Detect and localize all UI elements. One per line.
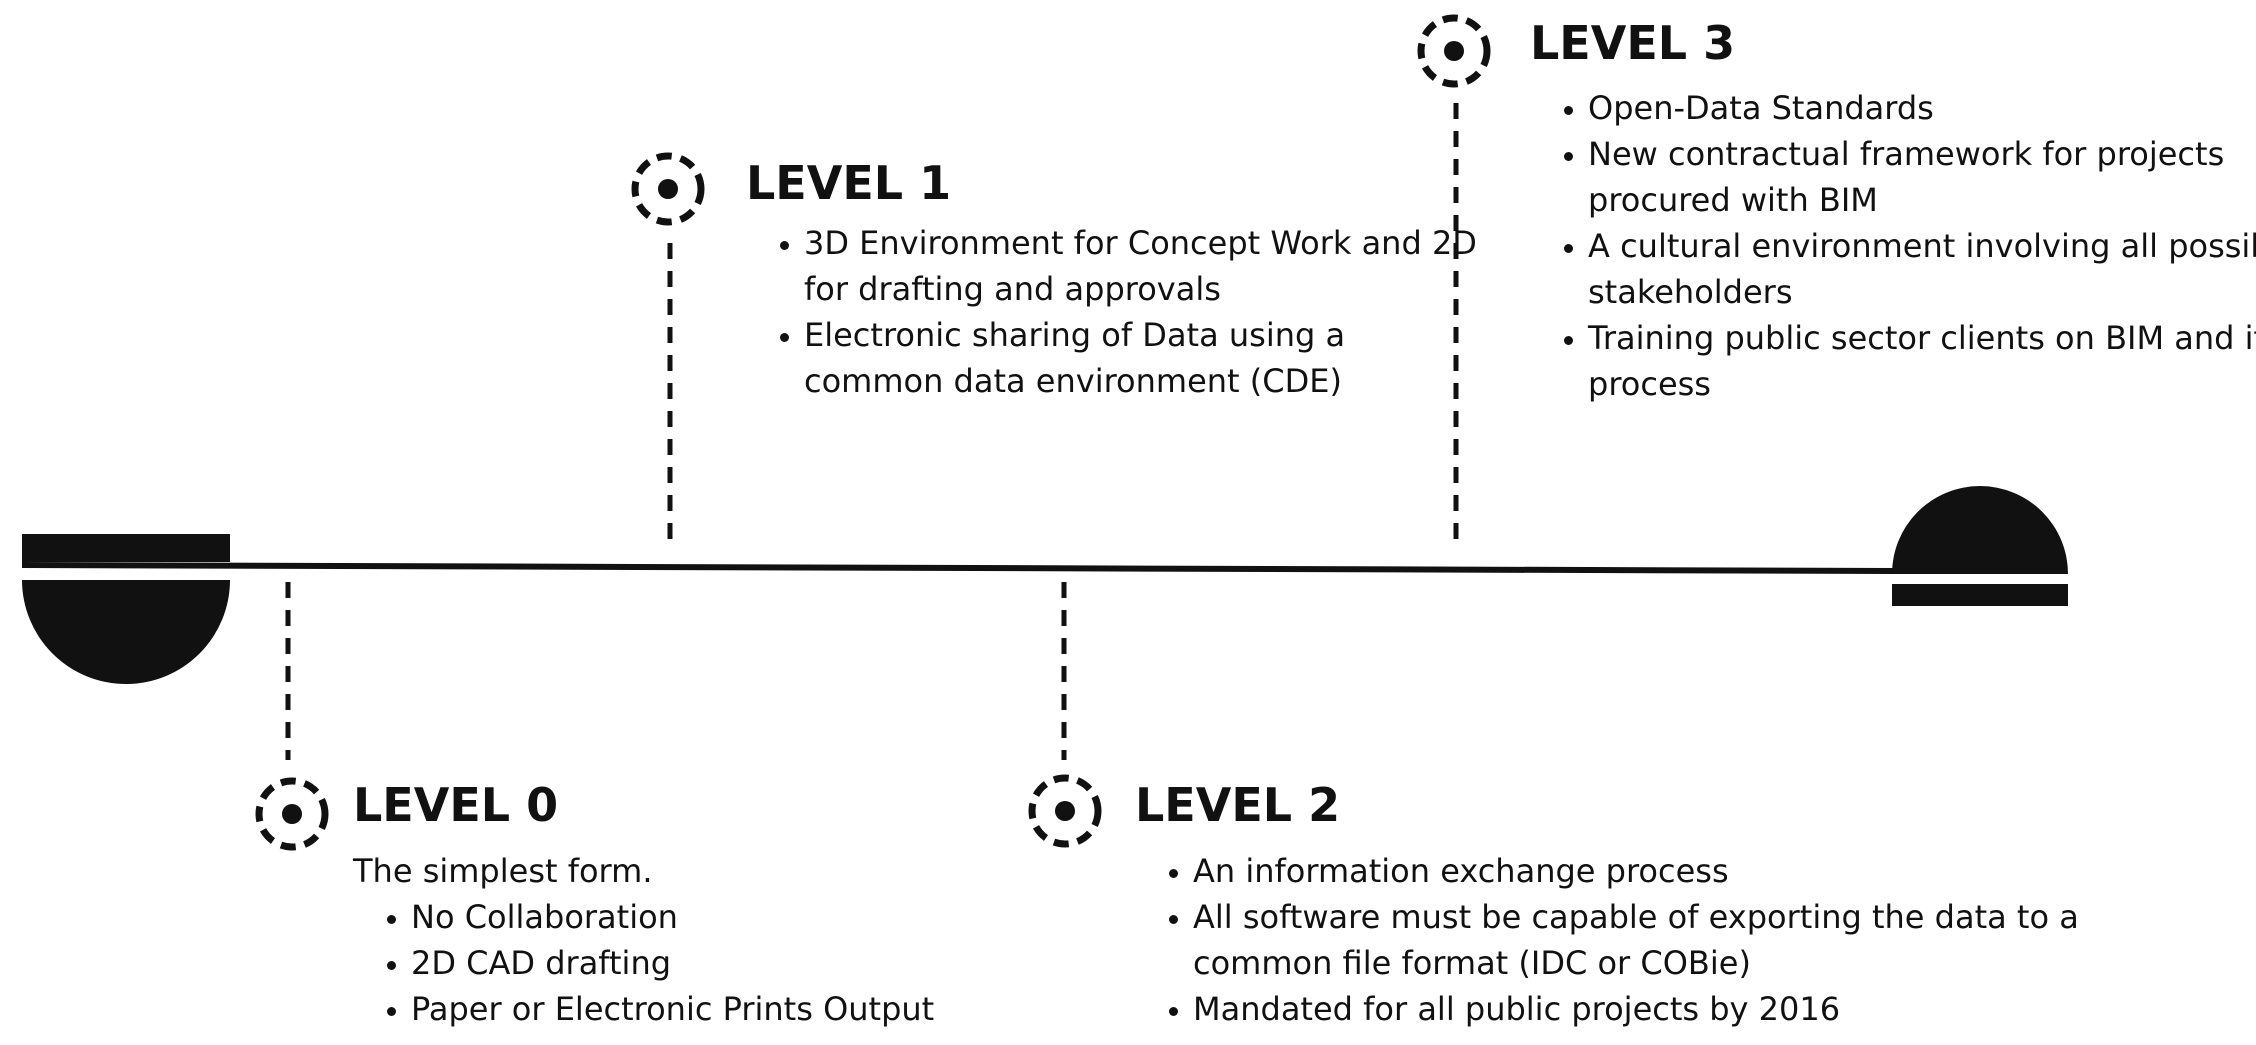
list-item: Electronic sharing of Data using a commo… [804, 312, 1484, 404]
list-item: All software must be capable of exportin… [1193, 894, 2093, 986]
level-1-bullet-list: 3D Environment for Concept Work and 2D f… [746, 220, 1484, 404]
level-0-dashed-target-icon [255, 777, 329, 851]
level-0-bullet-list: No Collaboration 2D CAD drafting Paper o… [353, 894, 1111, 1032]
level-3-title: LEVEL 3 [1530, 16, 1736, 70]
level-0-title: LEVEL 0 [353, 778, 559, 832]
level-1-title: LEVEL 1 [746, 156, 952, 210]
level-0-intro: The simplest form. [353, 852, 653, 890]
level-3-bullet-list: Open-Data Standards New contractual fram… [1530, 85, 2256, 407]
level-1-dashed-target-icon [631, 152, 705, 226]
level-3-dashed-target-icon [1417, 14, 1491, 88]
list-item: No Collaboration [411, 894, 1111, 940]
list-item: A cultural environment involving all pos… [1588, 223, 2256, 315]
level-2-bullet-list: An information exchange process All soft… [1135, 848, 2093, 1032]
list-item: Paper or Electronic Prints Output [411, 986, 1111, 1032]
list-item: 3D Environment for Concept Work and 2D f… [804, 220, 1484, 312]
list-item: Training public sector clients on BIM an… [1588, 315, 2256, 407]
level-2-title: LEVEL 2 [1135, 778, 1341, 832]
level-2-dashed-target-icon [1028, 774, 1102, 848]
timeline-line [21, 562, 1896, 574]
timeline-end-cap-icon [1892, 486, 2068, 606]
timeline-start-cap-icon [22, 534, 230, 684]
list-item: An information exchange process [1193, 848, 2093, 894]
list-item: Open-Data Standards [1588, 85, 2256, 131]
list-item: New contractual framework for projects p… [1588, 131, 2256, 223]
list-item: 2D CAD drafting [411, 940, 1111, 986]
list-item: Mandated for all public projects by 2016 [1193, 986, 2093, 1032]
